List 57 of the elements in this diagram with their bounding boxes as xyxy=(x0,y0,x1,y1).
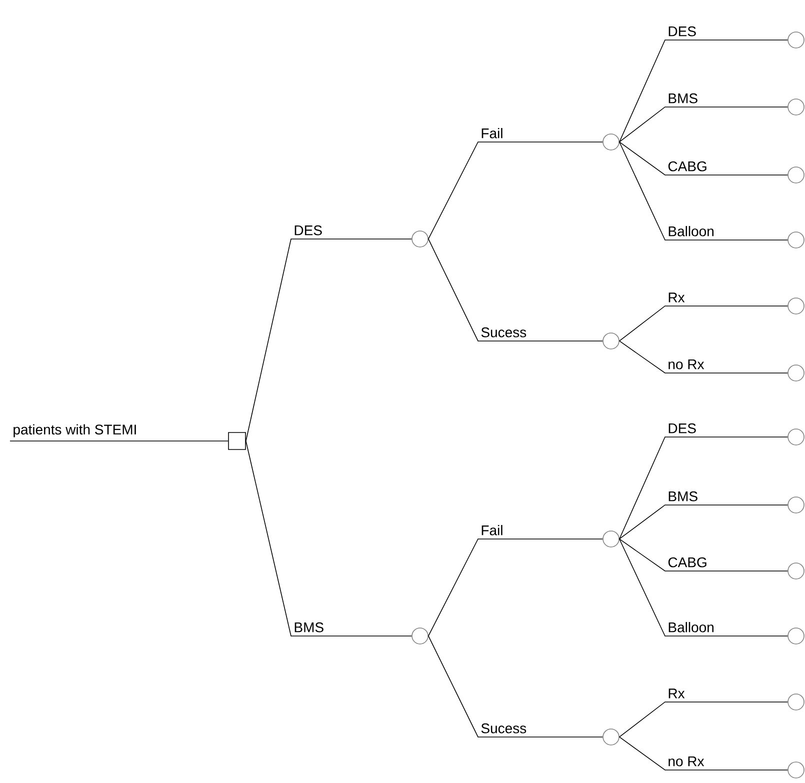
branch-label: Rx xyxy=(668,688,685,698)
branch-label: no Rx xyxy=(668,756,704,766)
branch-label: CABG xyxy=(668,161,706,172)
branch-label: Balloon xyxy=(668,622,714,632)
branch-line xyxy=(619,702,788,738)
branch-line xyxy=(619,538,788,572)
chance-circle xyxy=(788,298,804,314)
branch-label: no Rx xyxy=(668,360,704,370)
branch-line xyxy=(619,736,788,770)
branch-label: Fail xyxy=(482,525,502,536)
chance-circle xyxy=(602,332,620,350)
chance-circle xyxy=(788,32,804,48)
chance-circle xyxy=(412,230,428,248)
branch-line xyxy=(428,238,603,342)
branch-label: BMS xyxy=(294,622,324,632)
branch-line xyxy=(619,436,788,540)
branch-line xyxy=(10,440,228,442)
branch-line xyxy=(619,142,788,240)
chance-circle xyxy=(788,232,804,248)
branch-label: patients with STEMI xyxy=(14,424,136,438)
branch-line xyxy=(619,106,788,142)
branch-label: Rx xyxy=(668,292,685,302)
branch-line xyxy=(619,538,788,636)
branch-label: Sucess xyxy=(481,327,526,338)
branch-line xyxy=(428,636,603,738)
branch-line xyxy=(619,142,788,176)
chance-circle xyxy=(788,628,804,644)
branch-label: BMS xyxy=(668,491,698,502)
chance-circle xyxy=(788,98,804,116)
branch-label: DES xyxy=(668,423,696,434)
branch-label: Fail xyxy=(482,128,502,138)
chance-circle xyxy=(788,428,804,446)
branch-label: CABG xyxy=(668,557,706,568)
branch-line xyxy=(619,40,788,142)
chance-circle xyxy=(788,562,804,580)
chance-circle xyxy=(602,134,620,150)
chance-circle xyxy=(788,694,804,710)
branch-label: Balloon xyxy=(668,226,714,236)
chance-circle xyxy=(602,728,620,746)
branch-label: DES xyxy=(294,225,322,236)
branch-line xyxy=(619,504,788,540)
chance-circle xyxy=(602,530,620,548)
branch-label: DES xyxy=(668,26,696,36)
branch-line xyxy=(428,142,603,240)
chance-circle xyxy=(788,364,804,382)
square-decision-node xyxy=(228,432,246,450)
branch-line xyxy=(246,440,412,636)
branch-line xyxy=(619,340,788,374)
chance-circle xyxy=(788,762,804,778)
branch-line xyxy=(246,238,412,442)
branch-label: Sucess xyxy=(481,723,526,734)
chance-circle xyxy=(788,166,804,184)
branch-line xyxy=(428,538,603,636)
chance-circle xyxy=(412,628,428,644)
branch-label: BMS xyxy=(668,93,698,104)
chance-circle xyxy=(788,496,804,514)
branch-line xyxy=(619,306,788,342)
